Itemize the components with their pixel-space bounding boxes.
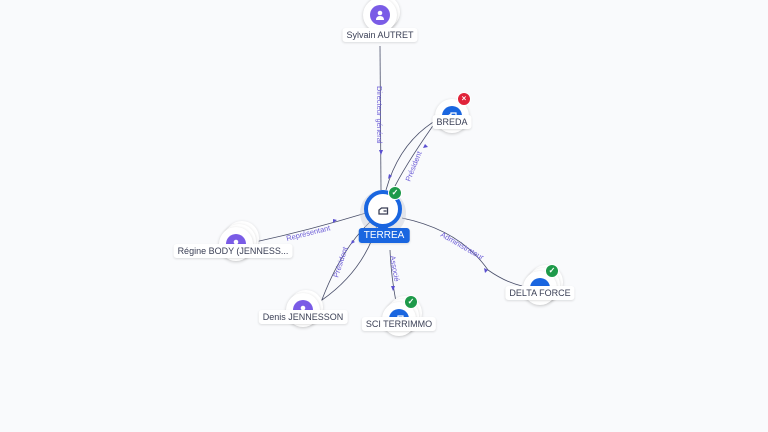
edge-arrow bbox=[351, 240, 355, 244]
edge-representant bbox=[254, 212, 367, 243]
node-label: Régine BODY (JENNESS... bbox=[173, 244, 293, 258]
edge-arrow bbox=[388, 174, 392, 179]
edge-arrow bbox=[484, 268, 488, 273]
building-icon bbox=[377, 207, 388, 215]
node-terrea-central[interactable]: ✓ TERREA bbox=[358, 186, 410, 243]
node-label: SCI TERRIMMO bbox=[361, 317, 437, 331]
edge-administrateur bbox=[401, 217, 523, 287]
edge-label-associe: Associé bbox=[388, 255, 401, 282]
node-label: Denis JENNESSON bbox=[258, 310, 348, 324]
edge-label-representant: Représentant bbox=[285, 223, 332, 243]
edge-arrow bbox=[391, 286, 395, 291]
node-sylvain-autret[interactable]: Sylvain AUTRET bbox=[342, 0, 418, 42]
node-label: DELTA FORCE bbox=[505, 286, 575, 300]
edge-breda-return bbox=[385, 117, 441, 191]
node-regine-body[interactable]: Régine BODY (JENNESS... bbox=[173, 221, 293, 261]
edge-directeur-general bbox=[379, 45, 382, 191]
edge-label-administrateur: Administrateur bbox=[439, 230, 486, 262]
node-label: Sylvain AUTRET bbox=[342, 28, 418, 42]
node-breda[interactable]: × BREDA bbox=[432, 92, 472, 133]
closed-status-icon: × bbox=[457, 92, 471, 106]
active-status-icon: ✓ bbox=[545, 264, 559, 278]
edge-label-president-denis: Président bbox=[331, 245, 350, 279]
node-circle bbox=[363, 0, 397, 32]
person-icon bbox=[370, 5, 390, 25]
edge-president-denis bbox=[319, 221, 371, 306]
edge-arrow bbox=[333, 219, 337, 223]
node-sci-terrimmo[interactable]: ✓ SCI TERRIMMO bbox=[361, 295, 437, 336]
node-delta-force[interactable]: ✓ DELTA FORCE bbox=[505, 264, 575, 305]
edge-arrow bbox=[379, 150, 383, 155]
central-node-label: TERREA bbox=[358, 228, 410, 243]
node-denis-jennesson[interactable]: Denis JENNESSON bbox=[258, 290, 348, 327]
active-status-icon: ✓ bbox=[388, 186, 402, 200]
node-label: BREDA bbox=[432, 115, 472, 129]
active-status-icon: ✓ bbox=[404, 295, 418, 309]
edge-arrow bbox=[423, 144, 428, 148]
edge-label-directeur-general: Directeur général bbox=[375, 86, 384, 144]
